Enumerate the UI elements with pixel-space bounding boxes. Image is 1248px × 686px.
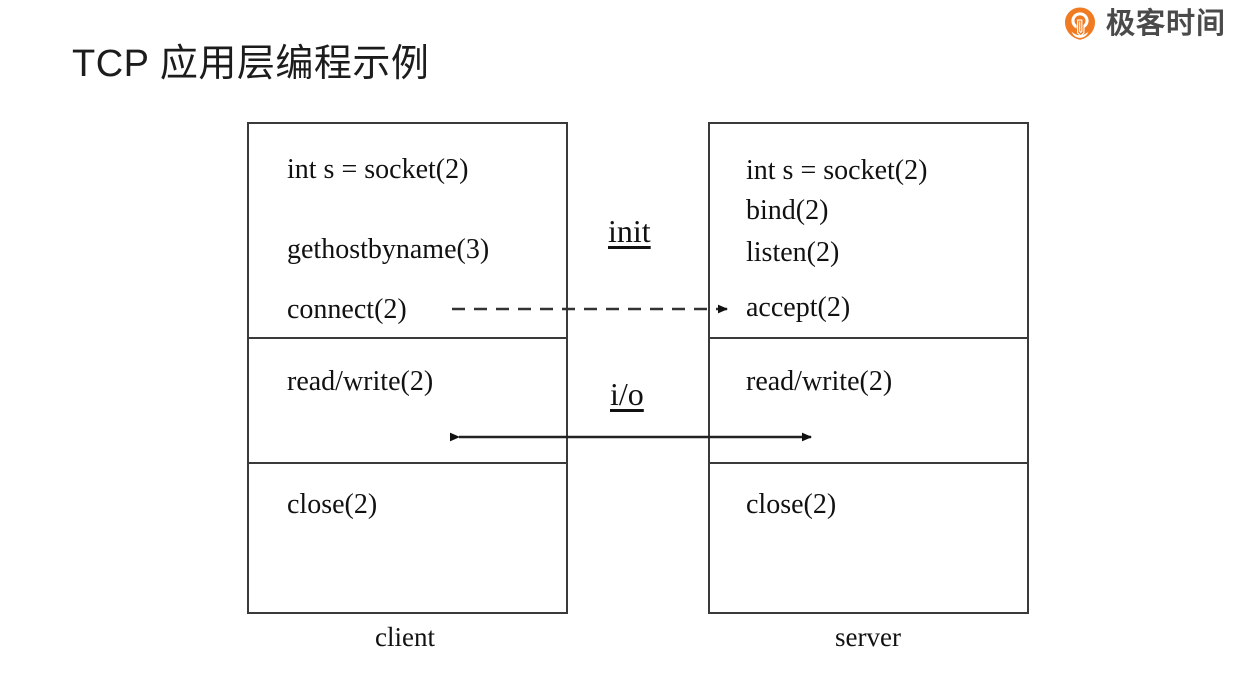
server-init-line-4: accept(2) xyxy=(746,292,851,323)
page-title: TCP 应用层编程示例 xyxy=(72,43,430,85)
client-close-line-1: close(2) xyxy=(287,489,378,520)
client-init-line-1: int s = socket(2) xyxy=(287,154,469,185)
client-divider-io-close xyxy=(247,462,568,464)
client-init-line-3: connect(2) xyxy=(287,294,407,325)
client-io-line-1: read/write(2) xyxy=(287,366,434,397)
server-column-caption: server xyxy=(835,622,901,652)
server-close-line-1: close(2) xyxy=(746,489,837,520)
client-column-caption: client xyxy=(375,622,435,652)
brand-logo: 极客时间 xyxy=(1062,6,1226,42)
server-io-line-1: read/write(2) xyxy=(746,366,893,397)
client-column-box xyxy=(247,122,568,614)
server-divider-init-io xyxy=(708,337,1029,339)
geektime-circle-logo-icon xyxy=(1062,6,1098,42)
server-column-box xyxy=(708,122,1029,614)
brand-name: 极客时间 xyxy=(1105,8,1226,40)
server-init-line-2: bind(2) xyxy=(746,195,829,226)
client-divider-init-io xyxy=(247,337,568,339)
flow-label-init: init xyxy=(608,213,651,249)
server-divider-io-close xyxy=(708,462,1029,464)
flow-label-io: i/o xyxy=(610,376,644,412)
server-init-line-1: int s = socket(2) xyxy=(746,155,928,186)
client-init-line-2: gethostbyname(3) xyxy=(287,234,490,265)
server-init-line-3: listen(2) xyxy=(746,237,840,268)
